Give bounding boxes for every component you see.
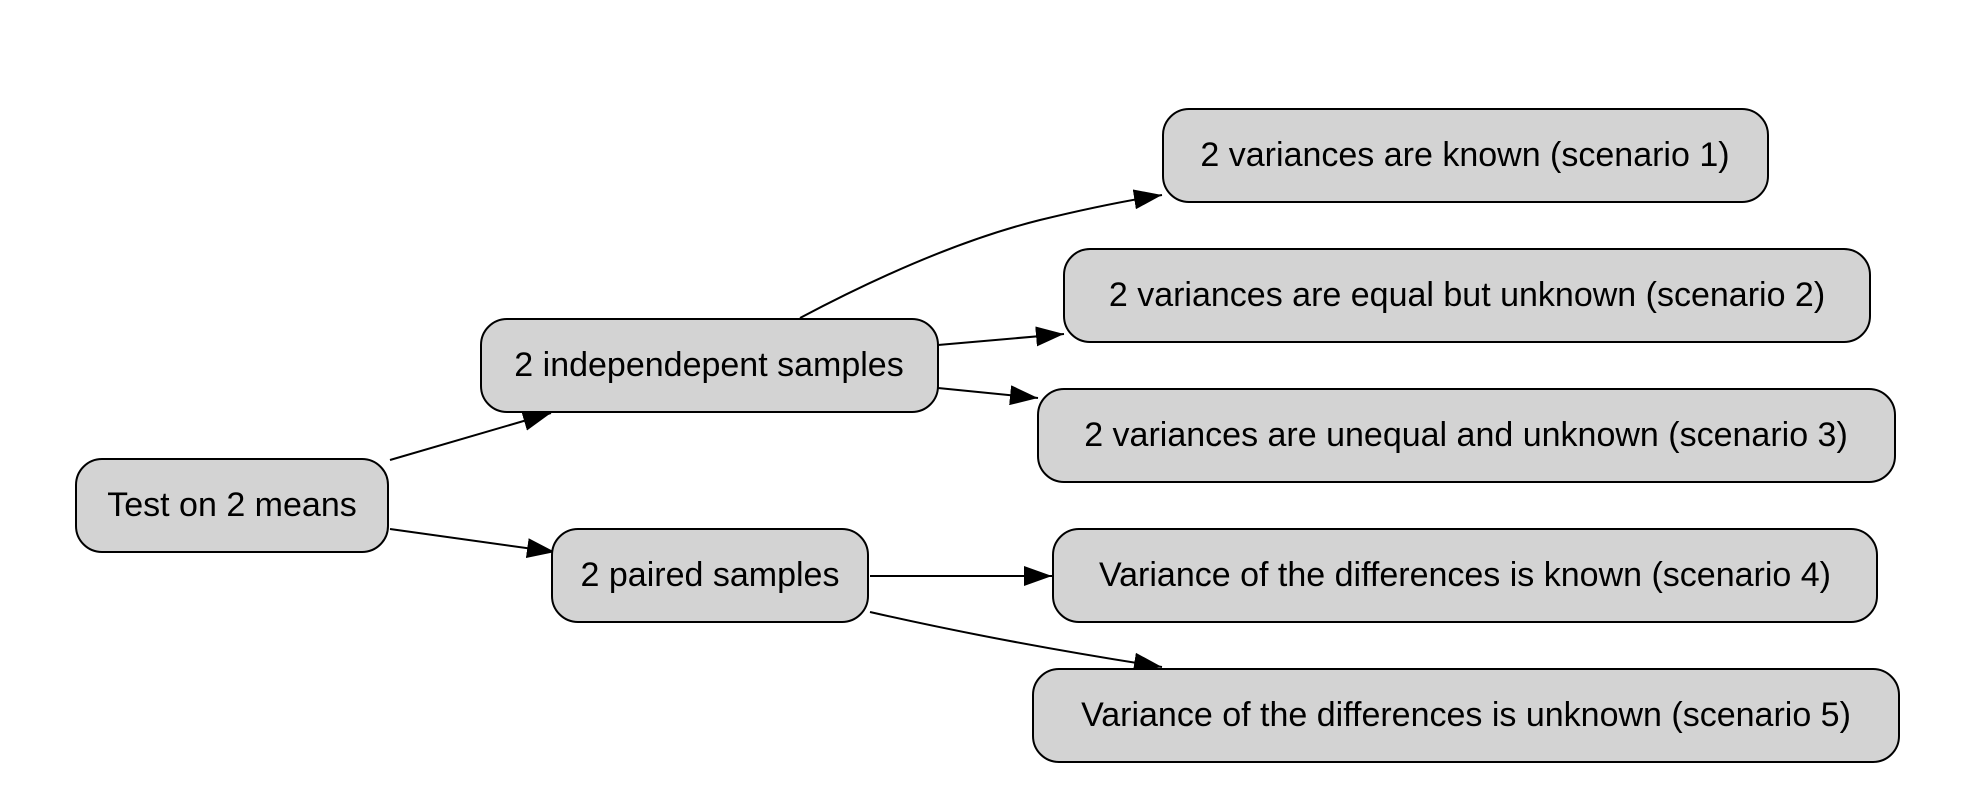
node-scenario-4-box — [1052, 528, 1878, 623]
node-scenario-4-label: Variance of the differences is known (sc… — [1099, 556, 1831, 594]
edge-independent-to-s3 — [937, 385, 1039, 406]
node-scenario-3: 2 variances are unequal and unknown (sce… — [1037, 388, 1896, 483]
node-independent-samples-label: 2 independepent samples — [514, 346, 903, 384]
node-scenario-2-box — [1063, 248, 1871, 343]
node-scenario-1-box — [1162, 108, 1769, 203]
node-paired-samples-box — [551, 528, 869, 623]
node-scenario-5-label: Variance of the differences is unknown (… — [1081, 696, 1851, 734]
node-scenario-4: Variance of the differences is known (sc… — [1052, 528, 1878, 623]
edges — [389, 189, 1163, 673]
edge-root-to-independent — [389, 411, 552, 461]
node-independent-samples-box — [480, 318, 939, 413]
edge-paired-to-s5 — [869, 611, 1163, 673]
node-scenario-1: 2 variances are known (scenario 1) — [1162, 108, 1769, 203]
node-scenario-5: Variance of the differences is unknown (… — [1032, 668, 1900, 763]
node-paired-samples: 2 paired samples — [551, 528, 869, 623]
node-scenario-2: 2 variances are equal but unknown (scena… — [1063, 248, 1871, 343]
node-root-box — [75, 458, 389, 553]
node-scenario-5-box — [1032, 668, 1900, 763]
node-independent-samples: 2 independepent samples — [480, 318, 939, 413]
node-scenario-2-label: 2 variances are equal but unknown (scena… — [1109, 276, 1825, 314]
node-scenario-3-box — [1037, 388, 1896, 483]
node-paired-samples-label: 2 paired samples — [581, 556, 840, 594]
edge-root-to-paired — [389, 528, 556, 559]
node-root: Test on 2 means — [75, 458, 389, 553]
node-scenario-1-label: 2 variances are known (scenario 1) — [1200, 136, 1729, 174]
edge-independent-to-s2 — [937, 326, 1065, 347]
edge-independent-to-s1 — [799, 189, 1163, 319]
node-scenario-3-label: 2 variances are unequal and unknown (sce… — [1084, 416, 1848, 454]
node-root-label: Test on 2 means — [107, 486, 356, 524]
